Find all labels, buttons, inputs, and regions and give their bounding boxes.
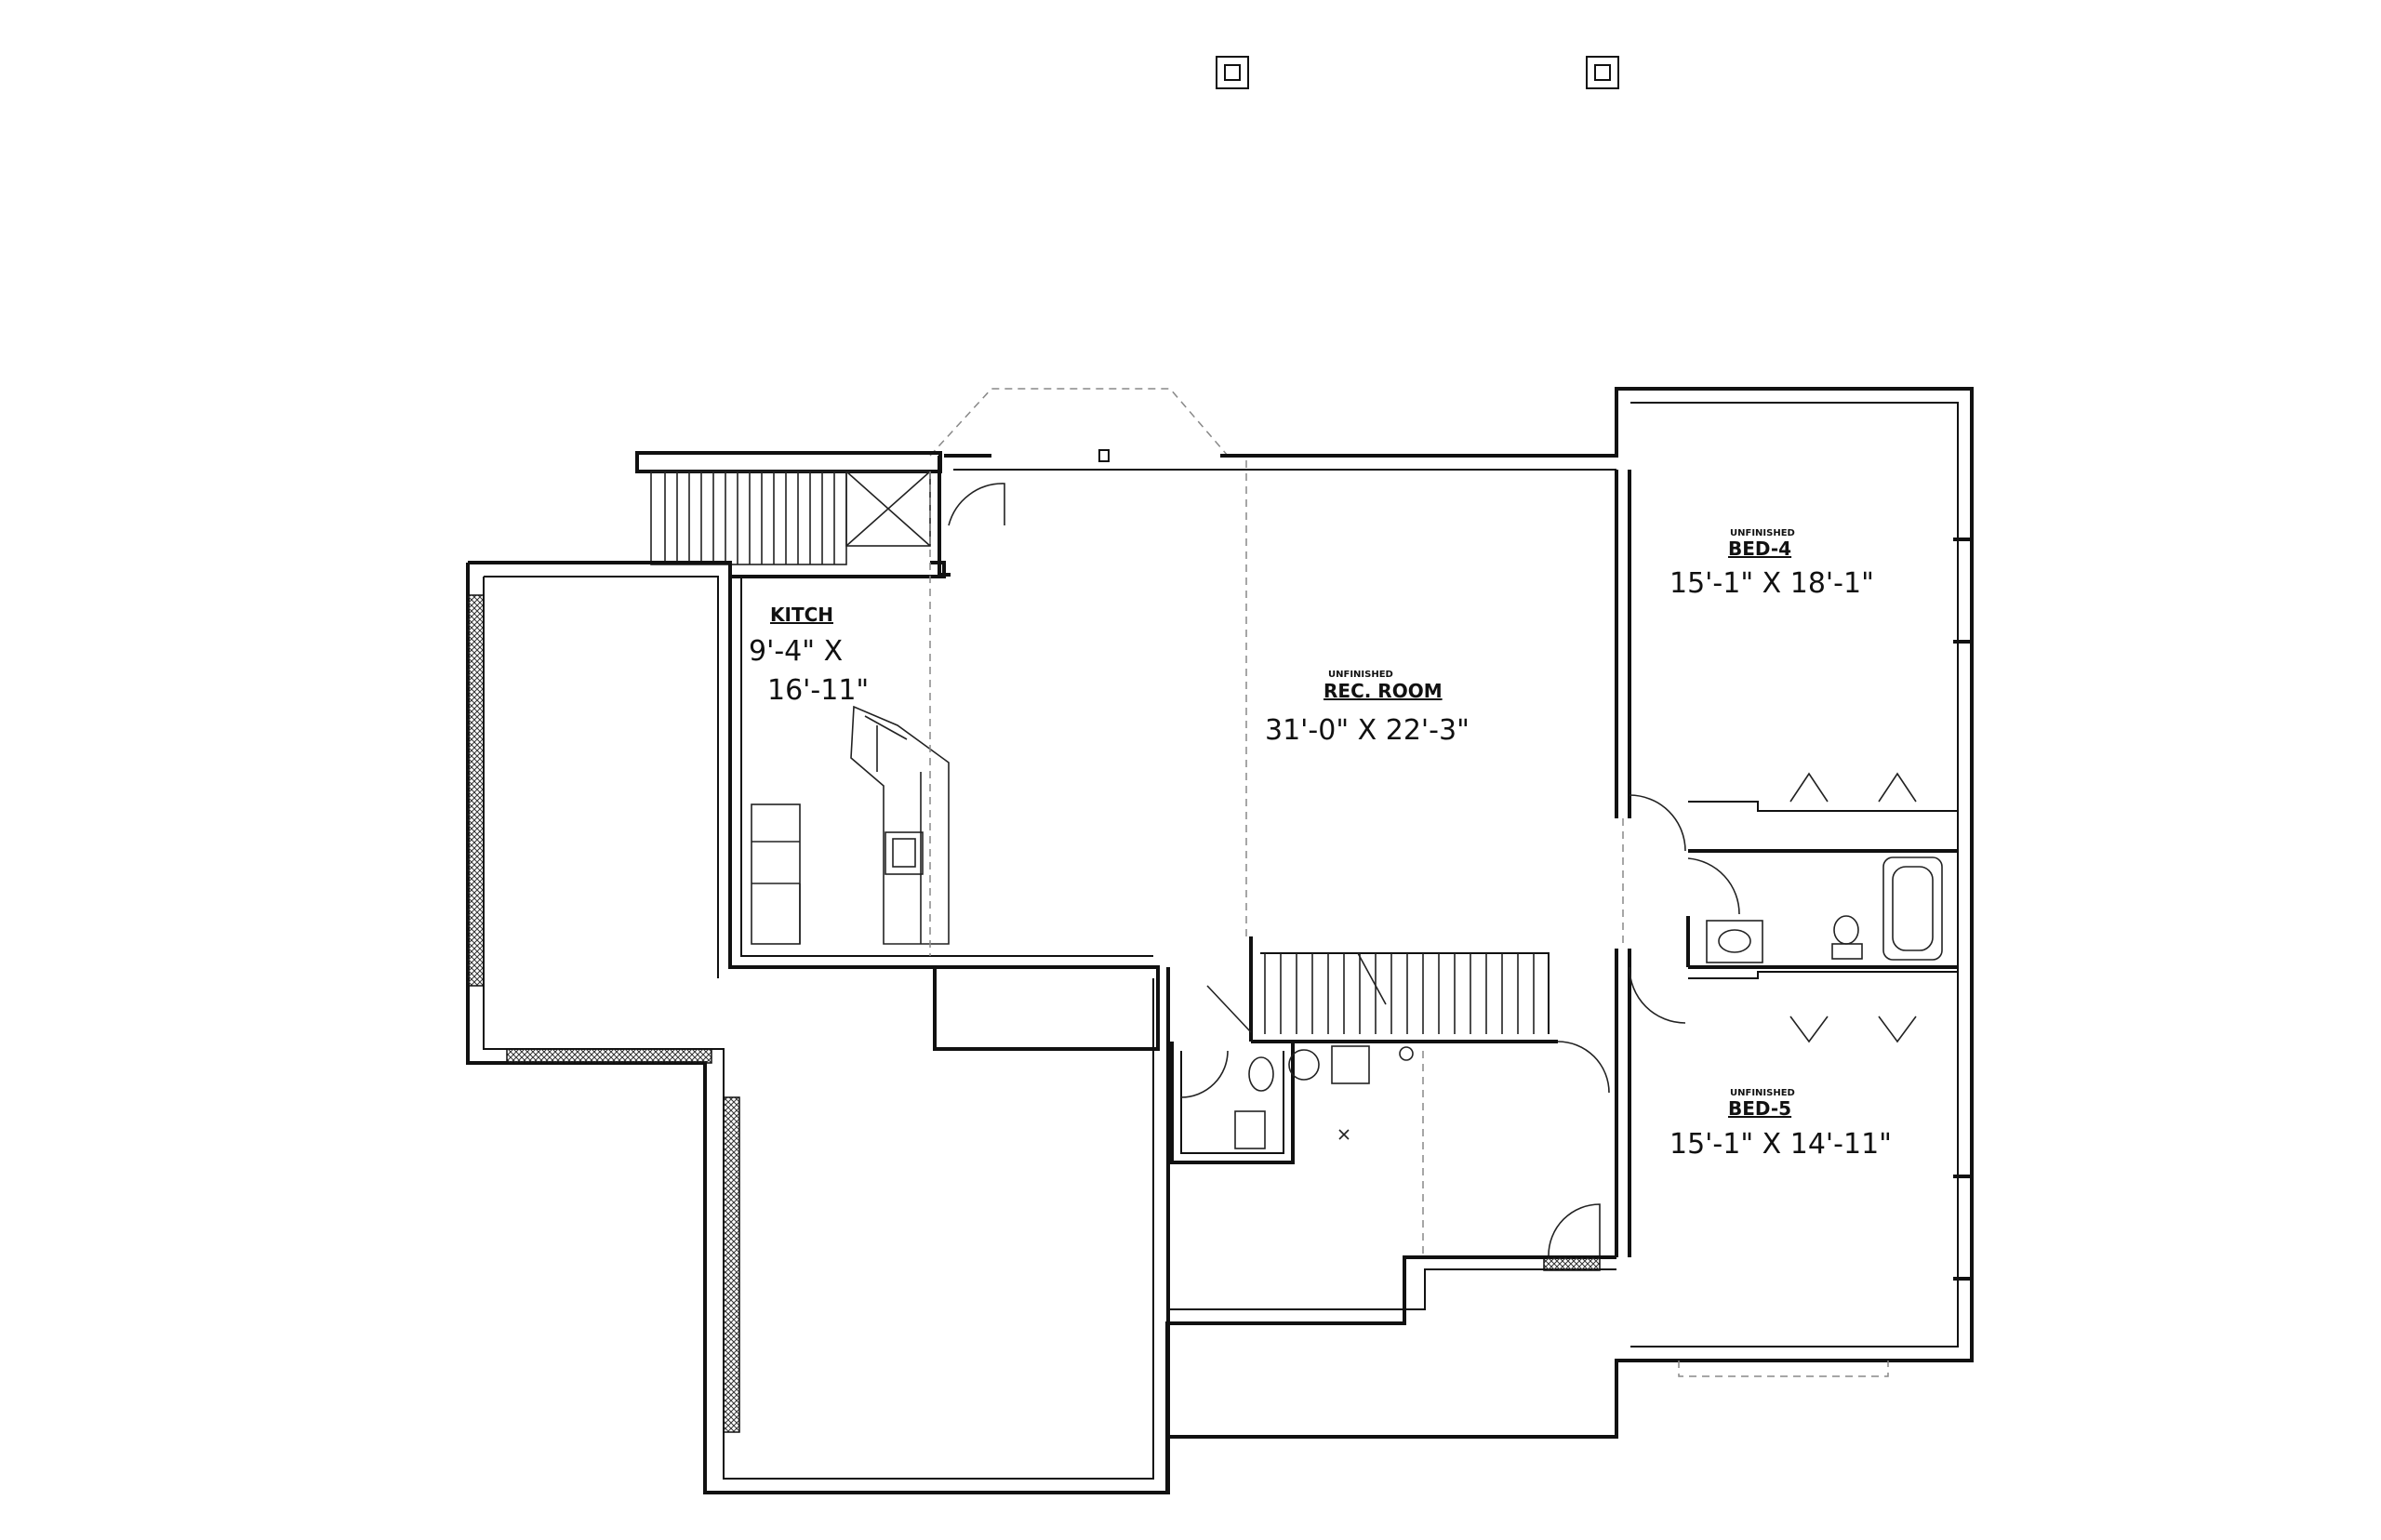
powder-room (948, 483, 1610, 1256)
column-marker-right (1586, 56, 1619, 89)
rec-room-tag: UNFINISHED (1328, 670, 1393, 680)
bed4-dim: 15'-1" X 18'-1" (1669, 567, 1874, 600)
interior-stairs (1206, 936, 1558, 1043)
bed5-tag: UNFINISHED (1730, 1088, 1795, 1098)
rec-room-label: UNFINISHED REC. ROOM 31'-0" X 22'-3" (1265, 670, 1470, 747)
column-marker-left (1216, 56, 1249, 89)
window-left-bottom (723, 1096, 740, 1433)
window-bottom-right (1543, 1256, 1601, 1271)
bed4-tag: UNFINISHED (1730, 528, 1795, 538)
rec-room-name: REC. ROOM (1324, 680, 1443, 702)
kitchen-dim-line1: 9'-4" X (749, 635, 843, 668)
bed5-dim: 15'-1" X 14'-11" (1669, 1128, 1892, 1161)
bed5-label: UNFINISHED BED-5 15'-1" X 14'-11" (1669, 1088, 1892, 1161)
hidden-line-5 (1678, 1361, 1889, 1377)
window-left-mid (506, 1048, 712, 1064)
interior-walls (1615, 470, 1972, 1281)
kitchen-label: KITCH 9'-4" X 16'-11" (749, 604, 869, 707)
kitchen-name: KITCH (770, 604, 833, 626)
bed5-name: BED-5 (1728, 1097, 1791, 1120)
kitchen-dim-line2: 16'-11" (767, 674, 869, 707)
bay-window-outline (929, 388, 1229, 457)
exterior-stairs (635, 451, 942, 565)
rec-room-dim: 31'-0" X 22'-3" (1265, 714, 1470, 747)
kitchen-counters (751, 705, 950, 945)
bed4-label: UNFINISHED BED-4 15'-1" X 18'-1" (1669, 528, 1874, 600)
window-left-top (467, 594, 485, 987)
bed4-name: BED-4 (1728, 538, 1791, 560)
